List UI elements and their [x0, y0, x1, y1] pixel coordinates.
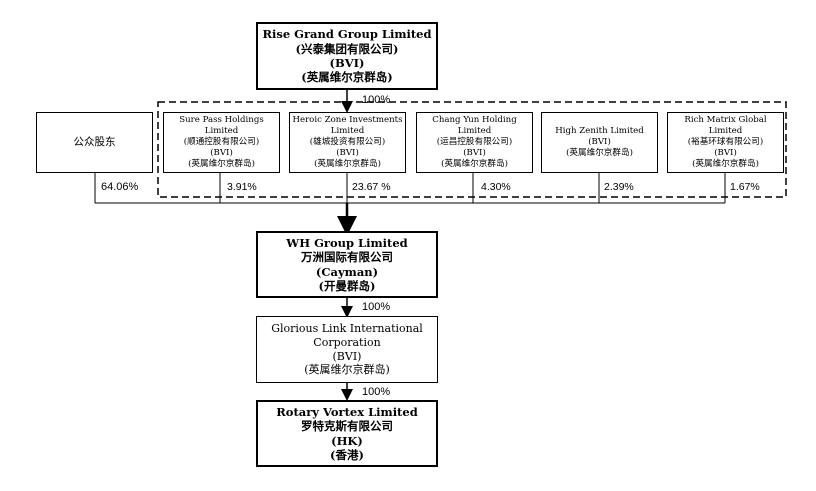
public-shareholders-box: 公众股东 — [36, 112, 153, 173]
holder-heroic-zone-percent: 23.67 % — [352, 181, 391, 193]
holder-line: (英属维尔京群岛) — [188, 159, 255, 170]
holder-rich-matrix-box: Rich Matrix Global Limited (裕基环球有限公司) (B… — [667, 112, 784, 173]
rise-grand-jurisdiction-cn: (英属维尔京群岛) — [301, 70, 393, 85]
wh-group-jurisdiction-cn: (开曼群岛) — [318, 278, 376, 293]
glorious-link-box: Glorious Link International Corporation … — [256, 316, 438, 383]
rise-grand-name: Rise Grand Group Limited — [262, 27, 432, 42]
holder-line: (运昌控股有限公司) — [436, 136, 513, 147]
rotary-vortex-jurisdiction-cn: (香港) — [330, 447, 364, 462]
holder-line: (英属维尔京群岛) — [441, 159, 508, 170]
holder-line: (英属维尔京群岛) — [314, 159, 381, 170]
holder-line: (BVI) — [714, 148, 737, 159]
top-share-label: 100% — [362, 94, 391, 106]
holder-line: (BVI) — [463, 148, 486, 159]
rise-grand-box: Rise Grand Group Limited (兴泰集团有限公司) (BVI… — [256, 22, 438, 90]
holder-sure-pass-percent: 3.91% — [227, 181, 257, 193]
rotary-vortex-jurisdiction: (HK) — [331, 433, 363, 448]
holder-line: (英属维尔京群岛) — [566, 148, 633, 159]
wh-group-jurisdiction: (Cayman) — [315, 264, 379, 279]
holder-line: Sure Pass Holdings — [179, 114, 264, 125]
wh-group-box: WH Group Limited 万洲国际有限公司 (Cayman) (开曼群岛… — [256, 231, 438, 298]
holder-high-zenith-box: High Zenith Limited (BVI) (英属维尔京群岛) — [541, 112, 658, 173]
holder-line: (BVI) — [210, 148, 233, 159]
holder-line: (BVI) — [588, 136, 611, 147]
rotary-vortex-box: Rotary Vortex Limited 罗特克斯有限公司 (HK) (香港) — [256, 400, 438, 467]
holder-chang-yun-percent: 4.30% — [481, 181, 511, 193]
wh-group-name: WH Group Limited — [286, 235, 408, 250]
rise-grand-jurisdiction: (BVI) — [329, 56, 365, 70]
holder-high-zenith-percent: 2.39% — [604, 181, 634, 193]
holder-line: (顺通控股有限公司) — [183, 136, 260, 147]
holder-line: Limited — [330, 125, 365, 136]
holder-rich-matrix-percent: 1.67% — [730, 181, 760, 193]
holder-line: High Zenith Limited — [555, 125, 644, 136]
holder-line: Limited — [708, 125, 743, 136]
rotary-vortex-cn: 罗特克斯有限公司 — [301, 419, 393, 434]
holder-line: (BVI) — [336, 148, 359, 159]
wh-share-label: 100% — [362, 301, 391, 313]
glorious-link-jurisdiction: (BVI) — [332, 349, 362, 363]
wh-group-cn: 万洲国际有限公司 — [301, 250, 393, 265]
holder-line: (英属维尔京群岛) — [692, 159, 759, 170]
holder-sure-pass-box: Sure Pass Holdings Limited (顺通控股有限公司) (B… — [163, 112, 280, 173]
holder-line: Limited — [204, 125, 239, 136]
holder-line: Chang Yun Holding — [432, 114, 517, 125]
group-dashed-border — [157, 101, 787, 198]
holder-line: (雄城投资有限公司) — [309, 136, 386, 147]
holder-line: (裕基环球有限公司) — [687, 136, 764, 147]
holder-heroic-zone-box: Heroic Zone Investments Limited (雄城投资有限公… — [289, 112, 406, 173]
holder-line: Limited — [457, 125, 492, 136]
public-percent: 64.06% — [101, 181, 139, 193]
glorious-link-name: Glorious Link International — [271, 322, 423, 335]
holder-chang-yun-box: Chang Yun Holding Limited (运昌控股有限公司) (BV… — [416, 112, 533, 173]
holder-line: Rich Matrix Global — [684, 114, 767, 125]
rise-grand-cn: (兴泰集团有限公司) — [295, 41, 399, 56]
holder-line: Heroic Zone Investments — [292, 114, 403, 125]
glorious-link-name-2: Corporation — [313, 335, 381, 349]
rotary-vortex-name: Rotary Vortex Limited — [276, 404, 418, 419]
public-shareholders-label: 公众股东 — [73, 135, 116, 148]
glorious-share-label: 100% — [362, 386, 391, 398]
glorious-link-jurisdiction-cn: (英属维尔京群岛) — [304, 363, 390, 377]
